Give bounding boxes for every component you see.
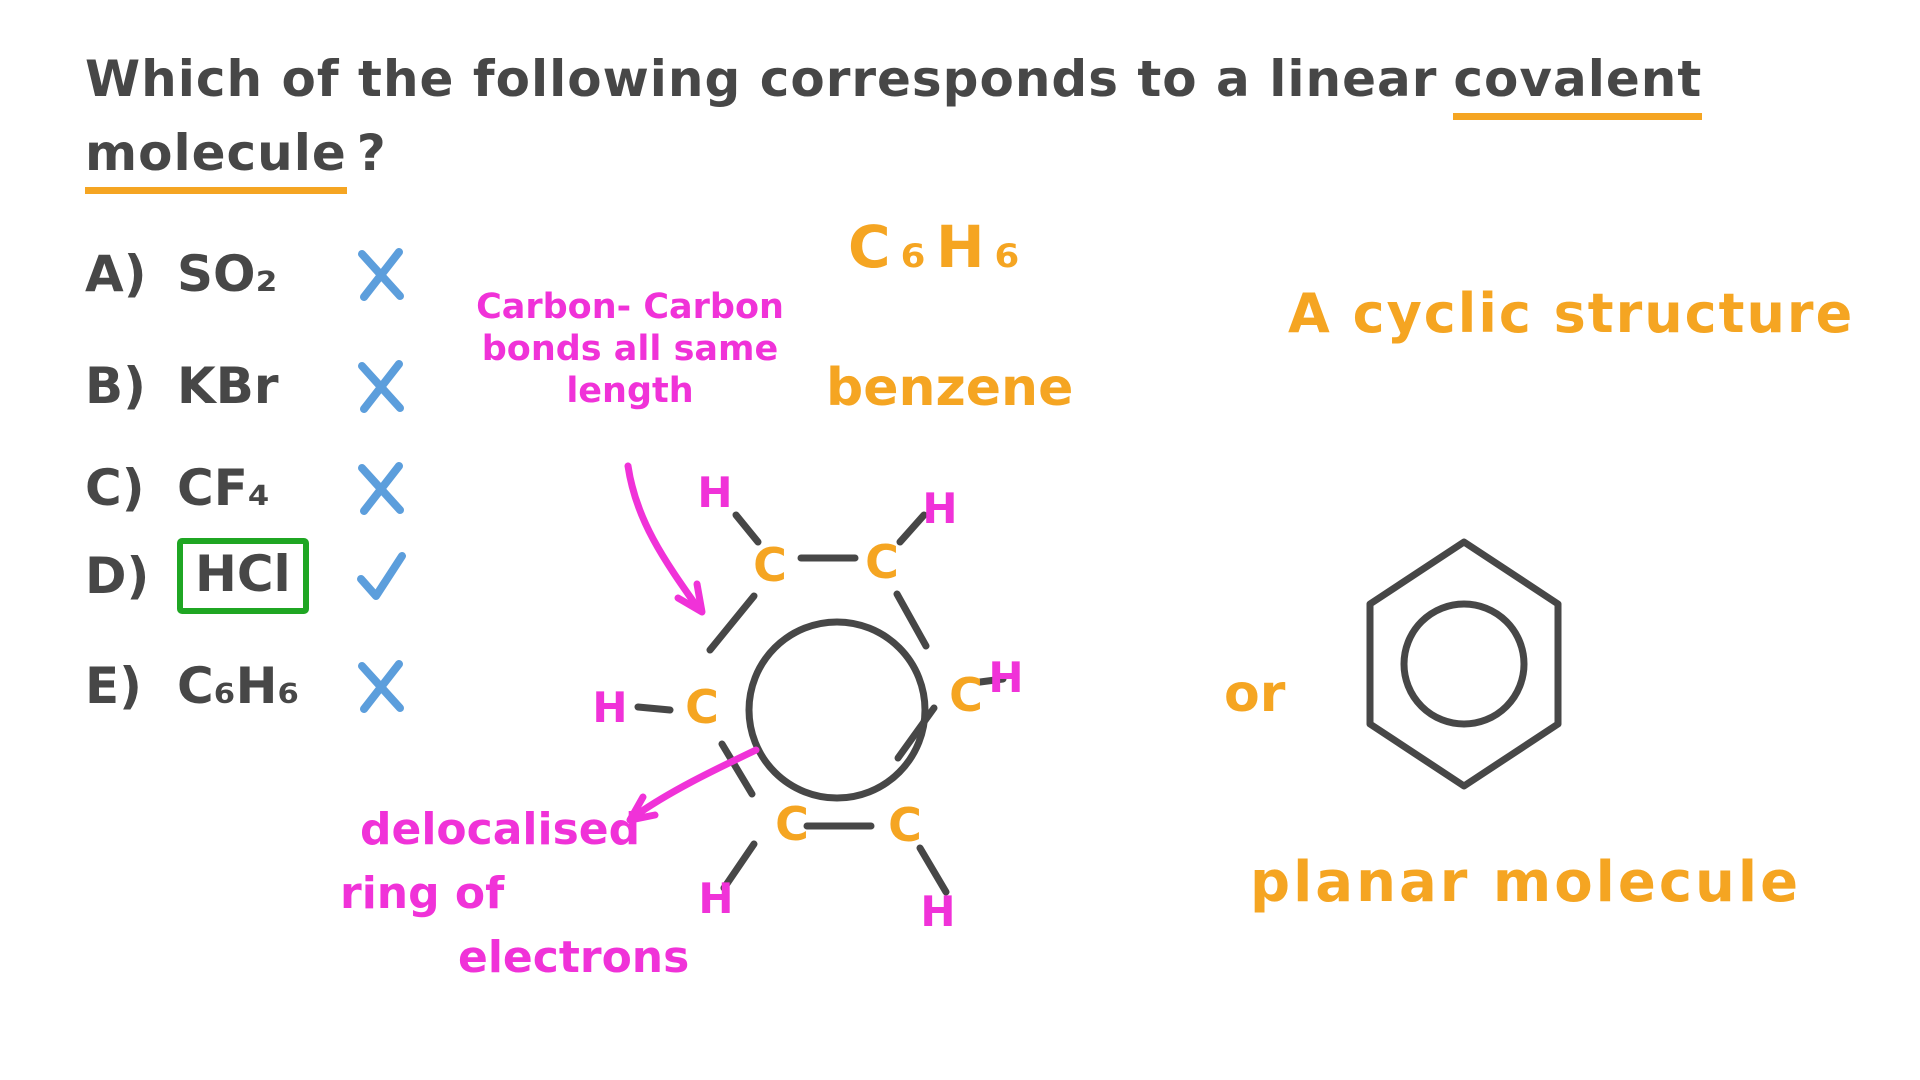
carbon-atom-label: C (753, 538, 787, 592)
check-stroke (357, 552, 406, 600)
cc-or-ch-bond (893, 590, 930, 650)
hydrogen-atom-label: H (698, 874, 733, 923)
cc-or-ch-bond (634, 703, 674, 714)
cross-mark-icon (358, 248, 404, 301)
option-formula: SO₂ (177, 245, 278, 303)
carbon-atom-label: C (775, 797, 809, 851)
cc-or-ch-bond (976, 675, 1007, 686)
carbon-atom-label: C (888, 798, 922, 852)
question-text: Which of the following corresponds to a … (85, 50, 1438, 108)
benzene-shorthand-symbol (1366, 538, 1562, 790)
option-label: B) (85, 357, 146, 415)
underlined-word-molecule: molecule (85, 124, 347, 194)
hexagon-ring (1366, 538, 1562, 790)
hydrogen-atom-label: H (988, 653, 1023, 702)
question-line-2: molecule? (85, 124, 387, 194)
inner-circle (1400, 600, 1528, 728)
option-row-d: D) HCl (85, 530, 409, 622)
cross-stroke (360, 660, 403, 713)
cc-or-ch-bond (732, 511, 762, 546)
cyclic-structure-label: A cyclic structure (1288, 282, 1855, 345)
option-formula: C₆H₆ (177, 657, 300, 715)
option-formula: KBr (177, 357, 279, 415)
cc-or-ch-bond (720, 840, 758, 892)
cross-stroke (360, 360, 403, 413)
cross-mark-icon (358, 462, 404, 515)
carbon-atom-label: C (865, 535, 899, 589)
carbon-atom-label: C (949, 668, 983, 722)
cc-or-ch-bond (896, 511, 928, 546)
hydrogen-atom-label: H (922, 484, 957, 533)
cross-mark-icon (358, 660, 404, 713)
bond-length-note: Carbon- Carbon bonds all same length (438, 286, 822, 412)
bond-note-line: Carbon- Carbon (476, 287, 784, 327)
hydrogen-atom-label: H (592, 683, 627, 732)
cc-or-ch-bond (706, 592, 758, 654)
option-label: D) (85, 547, 150, 605)
question-mark: ? (356, 124, 387, 182)
option-label: A) (85, 245, 147, 303)
option-row-a: A) SO₂ (85, 228, 409, 320)
hydrogen-atom-label: H (697, 468, 732, 517)
question-line-1: Which of the following corresponds to a … (85, 50, 1703, 120)
carbon-atom-label: C (685, 680, 719, 734)
option-row-b: B) KBr (85, 340, 409, 432)
benzene-name-label: benzene (826, 358, 1074, 418)
option-label: E) (85, 657, 143, 715)
option-row-e: E) C₆H₆ (85, 640, 409, 732)
cross-mark-icon (358, 360, 404, 413)
ring-note-line: delocalised (360, 804, 641, 855)
cc-or-ch-bond (916, 844, 950, 896)
option-formula: HCl (177, 538, 353, 614)
or-label: or (1224, 664, 1286, 724)
correct-answer-box: HCl (177, 538, 309, 614)
check-mark-icon (357, 552, 406, 600)
option-formula: CF₄ (177, 459, 270, 517)
cross-stroke (360, 248, 403, 301)
option-label: C) (85, 459, 145, 517)
delocalised-ring-note: delocalised ring of electrons (340, 798, 689, 990)
ring-note-line: electrons (458, 932, 690, 983)
ring-note-line: ring of (340, 868, 505, 919)
option-row-c: C) CF₄ (85, 442, 409, 534)
cross-stroke (360, 462, 403, 515)
planar-molecule-label: planar molecule (1250, 850, 1802, 915)
bond-note-line: length (566, 371, 694, 411)
hydrogen-atom-label: H (920, 887, 955, 936)
cc-or-ch-bond (718, 740, 756, 798)
benzene-formula-label: C₆H₆ (848, 213, 1030, 281)
bond-note-line: bonds all same (481, 329, 779, 369)
delocalised-ring-circle (745, 618, 929, 802)
underlined-word-covalent: covalent (1453, 50, 1703, 120)
